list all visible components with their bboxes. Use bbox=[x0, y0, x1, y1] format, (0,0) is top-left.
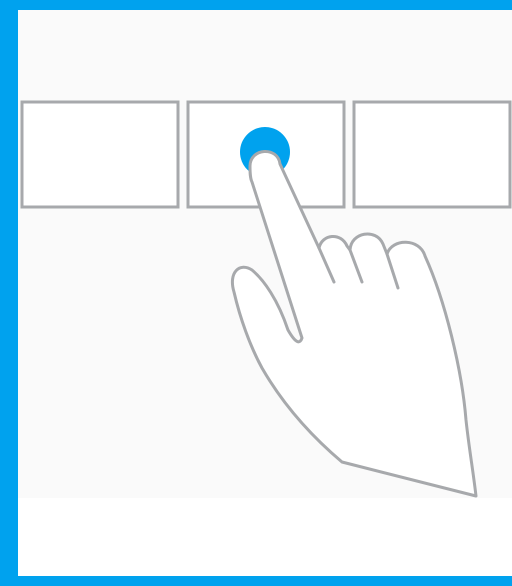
tile-3 bbox=[352, 100, 512, 209]
tile-1 bbox=[20, 100, 180, 209]
hand-pointer-icon bbox=[231, 150, 478, 498]
